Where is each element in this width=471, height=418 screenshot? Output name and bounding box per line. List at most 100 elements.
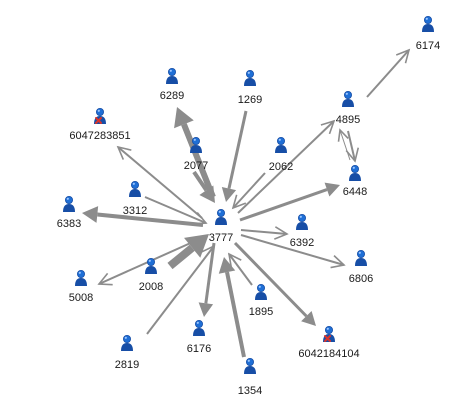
graph-node-6806[interactable]: 6806 — [349, 249, 373, 285]
edge-6448-to-4895 — [337, 128, 351, 161]
edge-line — [225, 271, 246, 358]
user-icon — [129, 180, 141, 197]
edge-3777-to-4895 — [237, 119, 336, 214]
edge-line — [237, 120, 335, 214]
node-label: 6174 — [416, 40, 440, 52]
node-label: 6448 — [343, 186, 367, 198]
user-icon — [121, 334, 133, 351]
node-layer: 3777 6174 6289 1269 6047283851 4895 2077 2062 64… — [57, 15, 440, 397]
user-icon — [342, 91, 354, 107]
edge-line — [347, 130, 356, 162]
edge-2008-to-3777 — [167, 234, 209, 270]
graph-node-2819[interactable]: 2819 — [115, 334, 139, 371]
edge-line — [167, 244, 195, 270]
edge-arrowhead — [231, 194, 247, 210]
graph-node-6174[interactable]: 6174 — [416, 15, 440, 52]
user-icon — [255, 283, 267, 300]
edge-arrowhead — [221, 186, 237, 202]
edge-line — [228, 253, 253, 286]
node-label: 6047283851 — [69, 130, 130, 142]
node-label: 6806 — [349, 273, 373, 285]
graph-node-6383[interactable]: 6383 — [57, 195, 81, 230]
node-label: 6289 — [160, 90, 184, 102]
node-label: 2077 — [184, 160, 208, 172]
node-label: 5008 — [69, 292, 93, 304]
graph-node-1354[interactable]: 1354 — [238, 357, 262, 397]
graph-node-6392[interactable]: 6392 — [290, 213, 314, 249]
edge-arrowhead — [198, 302, 214, 317]
user-icon — [75, 269, 87, 286]
node-label: 6042184104 — [298, 348, 359, 360]
node-label: 6176 — [187, 343, 211, 355]
edge-arrowhead — [395, 48, 411, 64]
edge-line — [239, 188, 328, 222]
edge-3777-to-6383 — [82, 206, 204, 227]
edge-arrowhead — [174, 107, 194, 129]
node-label: 2062 — [269, 161, 293, 173]
graph-node-3777[interactable]: 3777 — [209, 208, 233, 244]
node-label: 6383 — [57, 218, 81, 230]
blocked-mark-icon — [95, 117, 102, 124]
edge-line — [233, 241, 308, 318]
edge-line — [240, 229, 288, 235]
node-label: 1895 — [249, 306, 273, 318]
user-icon — [190, 136, 202, 153]
node-label: 1354 — [238, 385, 262, 397]
edge-2819-to-3777 — [146, 244, 216, 335]
graph-node-2077[interactable]: 2077 — [184, 136, 208, 172]
user-icon — [355, 249, 367, 266]
user-icon — [296, 213, 308, 230]
user-icon — [215, 208, 227, 225]
edge-4895-to-6174 — [366, 48, 411, 98]
edge-line — [146, 245, 215, 335]
edge-1354-to-3777 — [218, 257, 246, 358]
graph-node-1269[interactable]: 1269 — [238, 70, 262, 106]
edge-3777-to-6042184104 — [233, 241, 316, 326]
edge-3777-to-6047283851 — [116, 145, 203, 219]
edge-arrowhead — [97, 272, 113, 286]
edge-line — [240, 234, 345, 266]
edge-line — [232, 172, 266, 209]
user-icon — [244, 70, 256, 86]
graph-node-4895[interactable]: 4895 — [336, 91, 360, 126]
graph-node-6448[interactable]: 6448 — [343, 164, 367, 198]
edge-arrowhead — [201, 244, 216, 260]
edge-line — [339, 129, 351, 161]
edge-arrowhead — [320, 119, 336, 135]
edge-arrowhead — [184, 234, 209, 258]
edge-arrowhead — [324, 182, 340, 197]
edge-3777-to-6392 — [240, 226, 289, 240]
edge-arrowhead — [82, 206, 99, 223]
node-label: 6392 — [290, 237, 314, 249]
graph-node-6042184104[interactable]: 6042184104 — [298, 325, 360, 360]
graph-node-6047283851[interactable]: 6047283851 — [69, 108, 131, 142]
node-label: 1269 — [238, 94, 262, 106]
edge-line — [117, 146, 203, 219]
graph-node-2008[interactable]: 2008 — [139, 257, 163, 293]
user-icon — [422, 15, 434, 32]
edge-line — [366, 49, 410, 98]
user-icon — [193, 319, 205, 336]
blocked-user-icon — [323, 325, 335, 342]
graph-node-6176[interactable]: 6176 — [187, 319, 211, 355]
edge-line — [144, 196, 207, 224]
edge-3777-to-6289 — [174, 107, 216, 199]
edge-line — [97, 212, 204, 227]
edge-2062-to-3777 — [231, 172, 266, 210]
edge-line — [192, 170, 209, 192]
edge-arrowhead — [227, 252, 242, 268]
blocked-user-icon — [94, 108, 106, 124]
node-label: 2819 — [115, 359, 139, 371]
edge-4895-to-6448 — [345, 130, 360, 163]
edge-layer — [82, 48, 411, 358]
node-label: 3777 — [209, 232, 233, 244]
edge-arrowhead — [116, 145, 132, 160]
edge-line — [227, 110, 248, 189]
graph-node-5008[interactable]: 5008 — [69, 269, 93, 304]
graph-node-6289[interactable]: 6289 — [160, 68, 184, 102]
edge-arrowhead — [301, 311, 316, 326]
graph-node-1895[interactable]: 1895 — [249, 283, 273, 318]
graph-node-3312[interactable]: 3312 — [123, 180, 147, 217]
graph-node-2062[interactable]: 2062 — [269, 136, 293, 173]
